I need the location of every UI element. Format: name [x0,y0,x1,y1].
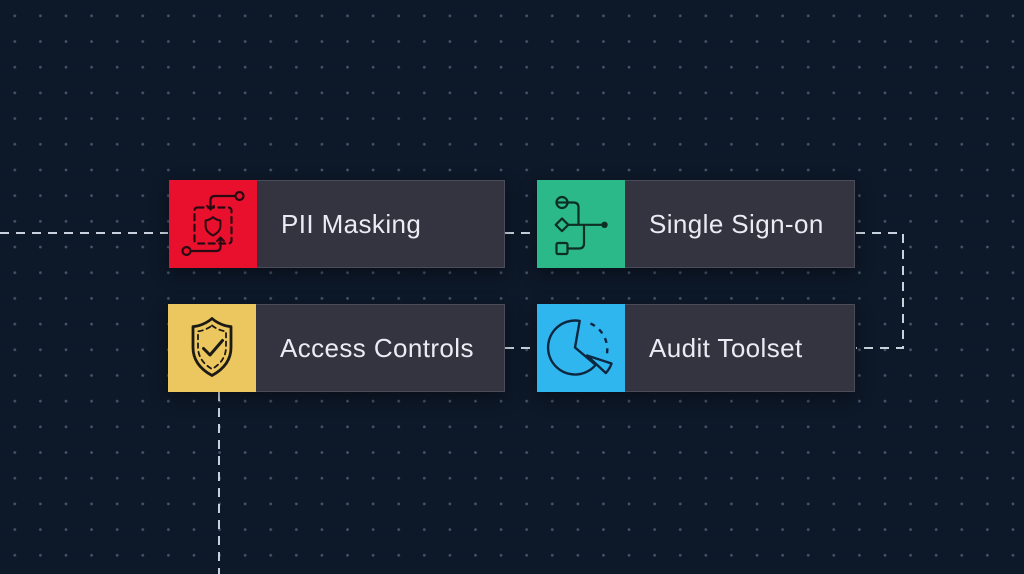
card-pii-masking: PII Masking [169,180,505,268]
card-audit-toolset: Audit Toolset [537,304,855,392]
pie-chart-icon [546,319,613,376]
card-label-single-sign-on: Single Sign-on [625,180,855,268]
card-label-access-controls: Access Controls [256,304,505,392]
connector-sso-loop-to-audit [856,232,904,349]
shield-check-icon [191,317,233,377]
single-sign-on-tile [537,180,625,268]
sign-on-merge-icon [554,195,608,256]
card-label-pii-masking: PII Masking [257,180,505,268]
access-controls-tile [168,304,256,392]
audit-toolset-tile [537,304,625,392]
masking-flow-icon [181,190,245,257]
card-access-controls: Access Controls [168,304,505,392]
card-label-audit-toolset: Audit Toolset [625,304,855,392]
pii-masking-tile [169,180,257,268]
card-single-sign-on: Single Sign-on [537,180,855,268]
